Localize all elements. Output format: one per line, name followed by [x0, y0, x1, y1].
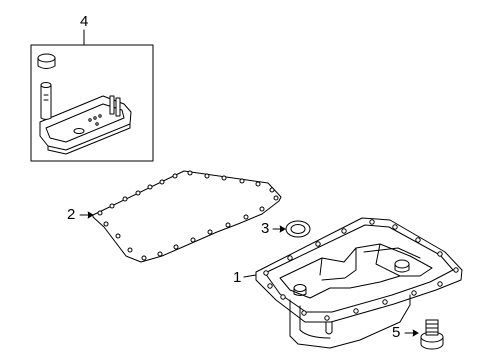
- callout-4: 4: [80, 13, 89, 30]
- transmission-filter-icon: [37, 53, 132, 155]
- sealing-washer-icon: [272, 220, 311, 238]
- callout-2: 2: [67, 206, 76, 223]
- pan-gasket-icon: [79, 170, 282, 263]
- drain-plug-icon: [404, 319, 444, 350]
- callout-1: 1: [233, 269, 242, 286]
- callout-5: 5: [392, 324, 401, 341]
- oil-pan-icon: [243, 217, 463, 349]
- filter-kit-box: [30, 29, 154, 162]
- callout-3: 3: [261, 220, 270, 237]
